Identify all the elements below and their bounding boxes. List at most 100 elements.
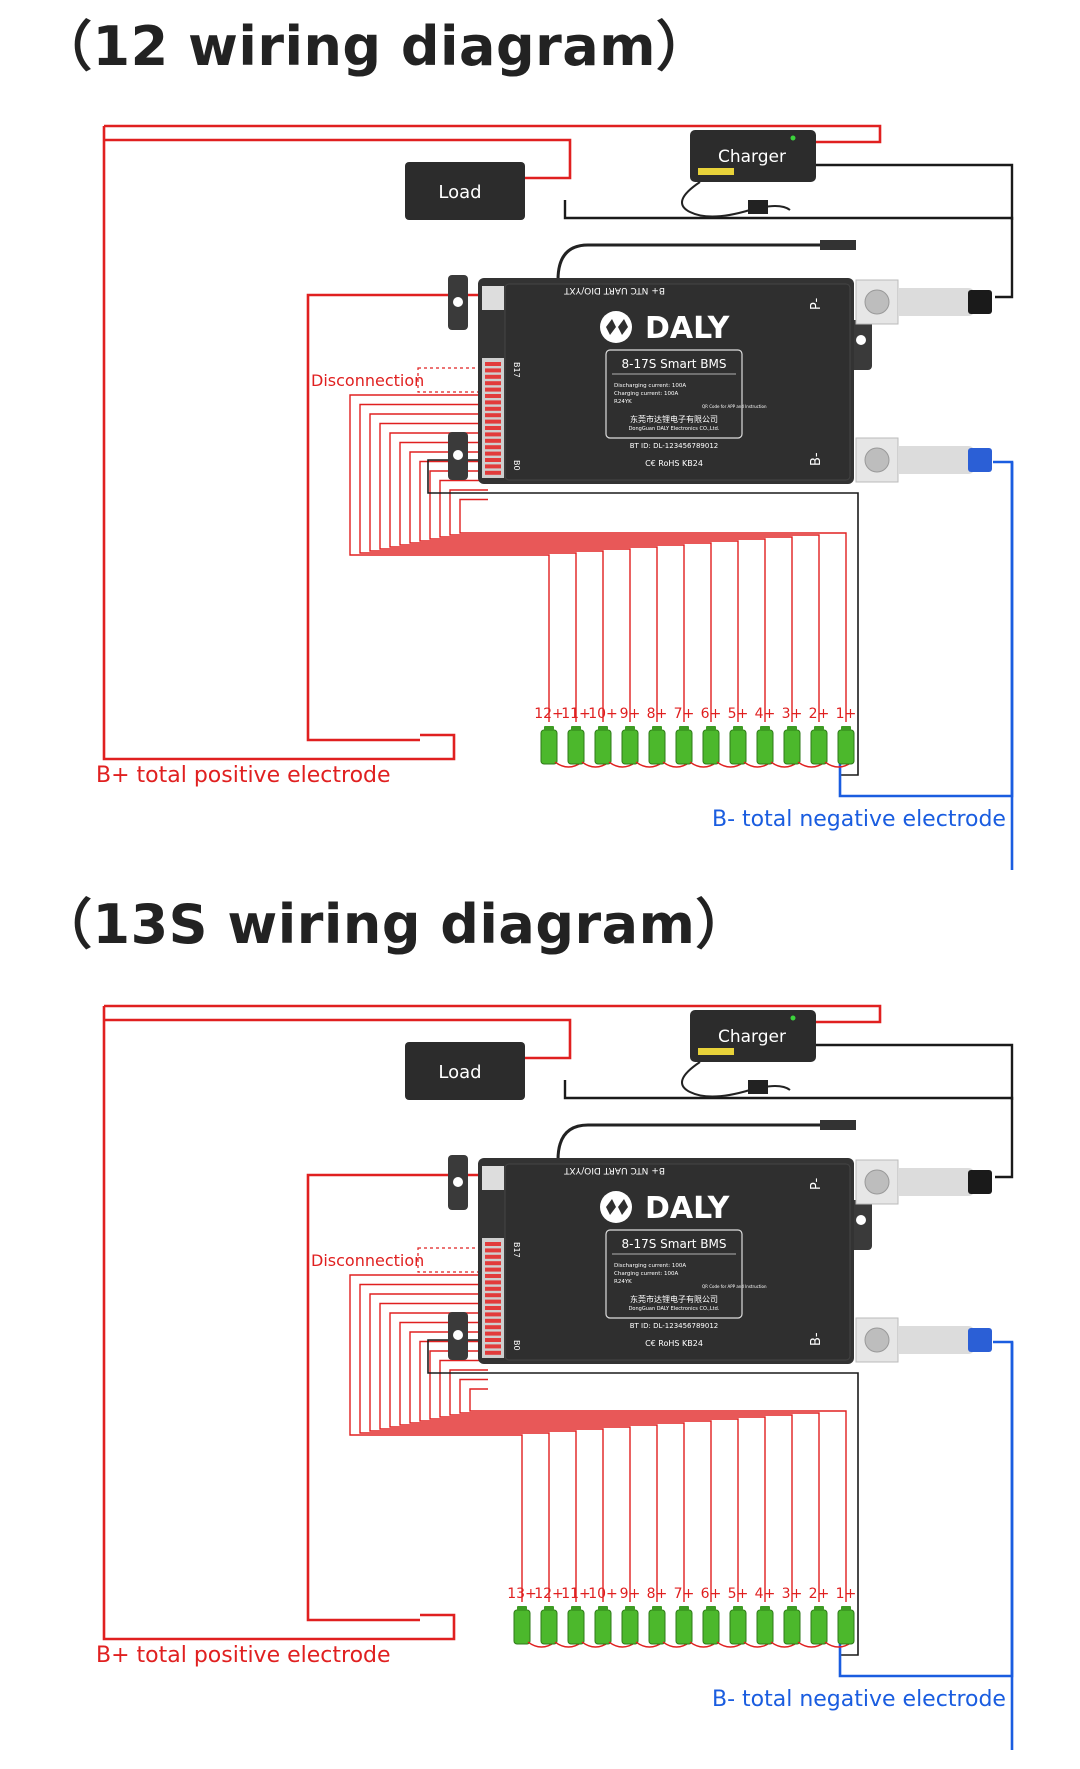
balance-wire — [379, 1302, 604, 1602]
balance-pin — [485, 1261, 501, 1266]
battery-cell — [567, 1609, 585, 1645]
bolt-icon — [864, 447, 890, 473]
b-minus-label: B- total negative electrode — [712, 1687, 1006, 1712]
battery-cell — [756, 729, 774, 765]
battery-cell — [675, 1609, 693, 1645]
b-minus-lug — [898, 446, 974, 474]
cell-label: 7+ — [674, 706, 695, 722]
battery-cell-terminal — [544, 726, 554, 731]
charger-negative-wire — [816, 1043, 1014, 1100]
balance-pin — [485, 470, 501, 475]
balance-pin — [485, 1306, 501, 1310]
balance-pin — [485, 1350, 501, 1355]
bms-code: R24YK — [614, 399, 632, 405]
bms-charging: Charging current: 100A — [614, 391, 679, 397]
balance-pin — [485, 464, 501, 469]
b-plus-label: B+ total positive electrode — [96, 1643, 391, 1668]
battery-cell-terminal — [544, 1606, 554, 1611]
bms-qr-note: QR Code for APP and Instruction — [702, 1284, 767, 1289]
plug-icon — [748, 200, 768, 214]
balance-wire — [419, 460, 739, 722]
bms-b-minus-label: B- — [809, 452, 824, 466]
charger-sticker — [698, 168, 734, 175]
cell-label: 3+ — [782, 706, 803, 722]
balance-wire — [419, 1340, 712, 1602]
balance-pin — [485, 426, 501, 430]
bms-antenna — [820, 240, 856, 250]
battery-cell-terminal — [517, 1606, 527, 1611]
load-device — [405, 1042, 525, 1100]
battery-cell — [837, 729, 855, 765]
mount-hole-icon — [453, 1330, 463, 1340]
balance-pin — [485, 1312, 501, 1317]
battery-cell — [783, 729, 801, 765]
cell-label: 9+ — [620, 1586, 641, 1602]
cell-label: 12+ — [534, 1586, 564, 1602]
battery-cell-terminal — [652, 1606, 662, 1611]
bms-bt-id: BT ID: DL-123456789012 — [630, 1322, 718, 1330]
b-plus-outer-wire — [102, 1006, 456, 1641]
bms-brand: DALY — [645, 311, 731, 346]
bms-qr-note: QR Code for APP and Instruction — [702, 404, 767, 409]
bms-company-cn: 东莞市达锂电子有限公司 — [630, 1294, 718, 1304]
b-minus-lug — [898, 1326, 974, 1354]
balance-wire — [349, 394, 550, 722]
daly-logo-mark — [606, 1199, 628, 1215]
charger-negative-wire — [816, 163, 1014, 220]
b0-sense-wire — [427, 1339, 859, 1656]
mount-hole-icon — [453, 1177, 463, 1187]
b-minus-label: B- total negative electrode — [712, 807, 1006, 832]
mount-hole-icon — [856, 335, 866, 345]
battery-cell-terminal — [625, 1606, 635, 1611]
bms-antenna-cable — [556, 243, 828, 281]
disconnection-marker — [417, 1247, 489, 1273]
balance-pin — [485, 1267, 501, 1272]
b-minus-wire-to-cell — [838, 462, 1014, 798]
charger-label: Charger — [718, 147, 786, 167]
charger-led-icon — [790, 135, 796, 141]
bms-b0-label: B0 — [512, 1340, 521, 1351]
cell-label: 4+ — [755, 1586, 776, 1602]
balance-wire — [399, 441, 685, 722]
bms-code: R24YK — [614, 1279, 632, 1285]
battery-cell-terminal — [706, 726, 716, 731]
battery-cell — [540, 1609, 558, 1645]
bms-company-en: DongGuan DALY Electronics CO.,Ltd. — [629, 1306, 720, 1312]
battery-cell-terminal — [679, 726, 689, 731]
battery-cell-terminal — [598, 726, 608, 731]
battery-cell — [783, 1609, 801, 1645]
bms-b-minus-label: B- — [809, 1332, 824, 1346]
p-minus-cable-cap — [968, 290, 992, 314]
cell-label: 2+ — [809, 1586, 830, 1602]
b-minus-cable-cap — [968, 1328, 992, 1352]
balance-pin — [485, 368, 501, 373]
diagram-title-2: （13S wiring diagram） — [38, 893, 750, 956]
battery-cell — [729, 729, 747, 765]
balance-wire — [439, 479, 793, 722]
battery-cell-terminal — [598, 1606, 608, 1611]
charger-positive-wire — [104, 124, 882, 144]
balance-pin — [485, 1344, 501, 1349]
cell-label: 6+ — [701, 1586, 722, 1602]
balance-wire — [449, 1369, 793, 1602]
bms-label-panel — [605, 1229, 743, 1319]
battery-cell-terminal — [841, 726, 851, 731]
balance-pin — [485, 458, 501, 462]
cell-label: 6+ — [701, 706, 722, 722]
load-label: Load — [438, 1062, 481, 1083]
balance-wire — [459, 498, 847, 722]
disconnection-label: Disconnection — [311, 371, 424, 390]
bms-antenna-cable — [556, 1123, 828, 1161]
b-plus-label: B+ total positive electrode — [96, 763, 391, 788]
wiring-diagram-svg: Disconnection12+11+10+9+8+7+6+5+4+3+2+1+… — [96, 124, 1014, 870]
bms-brand: DALY — [645, 1191, 731, 1226]
balance-pin — [485, 419, 501, 424]
battery-cell — [729, 1609, 747, 1645]
balance-wire — [369, 1293, 577, 1602]
bms-bt-id: BT ID: DL-123456789012 — [630, 442, 718, 450]
balance-pin — [485, 438, 501, 443]
balance-pin — [485, 1299, 501, 1304]
balance-pin — [485, 394, 501, 398]
p-minus-lug — [898, 1168, 974, 1196]
